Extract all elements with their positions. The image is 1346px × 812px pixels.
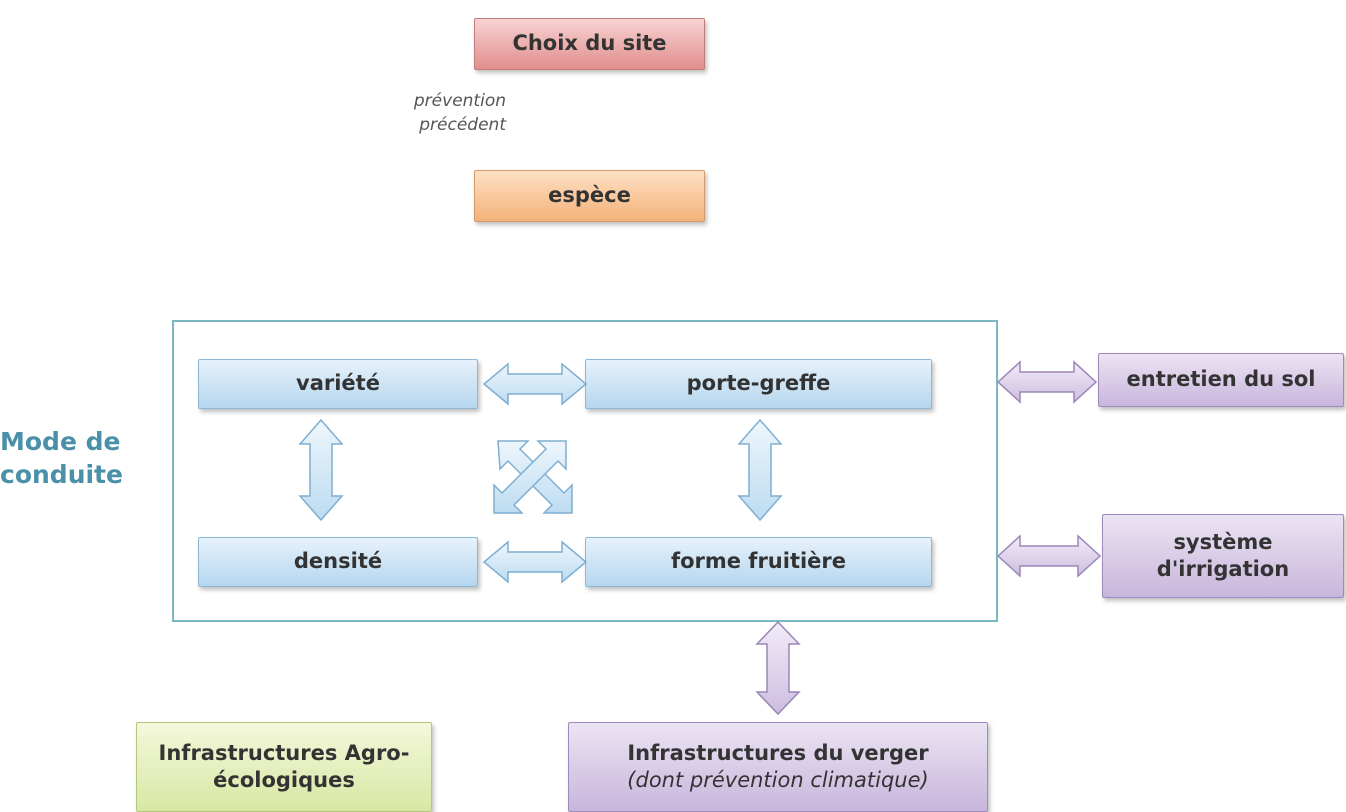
espece-box: espèce: [474, 170, 705, 222]
systeme-irrigation-line1: système: [1173, 529, 1273, 554]
porte-greffe-label: porte-greffe: [686, 371, 831, 396]
variete-box: variété: [198, 359, 478, 409]
infra-agro-line1: Infrastructures Agro-: [158, 740, 410, 765]
infra-verger-line1: Infrastructures du verger: [627, 740, 929, 765]
infra-verger-line2: (dont prévention climatique): [627, 768, 929, 792]
mode-line2: conduite: [0, 459, 123, 489]
arrow-porte-greffe-forme-fruitiere: [737, 418, 783, 522]
densite-box: densité: [198, 537, 478, 587]
arrow-variete-densite: [298, 418, 344, 522]
mode-de-conduite-label: Mode de conduite: [0, 426, 123, 491]
infra-agro-line2: écologiques: [213, 768, 355, 792]
densite-label: densité: [293, 549, 383, 574]
prevention-note: prévention précédent: [360, 90, 506, 138]
forme-fruitiere-box: forme fruitière: [585, 537, 932, 587]
mode-line1: Mode de: [0, 427, 121, 456]
arrow-frame-infra-verger: [755, 620, 801, 716]
diagonal-cross-arrows: [493, 440, 573, 514]
infrastructures-agro-ecologiques-box: Infrastructures Agro- écologiques: [136, 722, 432, 812]
porte-greffe-box: porte-greffe: [585, 359, 932, 409]
mode-de-conduite-frame: [172, 320, 998, 622]
forme-fruitiere-label: forme fruitière: [670, 549, 847, 574]
choix-du-site-box: Choix du site: [474, 18, 705, 70]
entretien-du-sol-label: entretien du sol: [1126, 367, 1316, 392]
arrow-frame-irrigation: [996, 534, 1102, 578]
systeme-irrigation-line2: d'irrigation: [1156, 557, 1290, 581]
espece-label: espèce: [548, 183, 631, 208]
arrow-densite-forme-fruitiere: [482, 540, 588, 584]
arrow-frame-entretien-sol: [996, 360, 1098, 404]
entretien-du-sol-box: entretien du sol: [1098, 353, 1344, 407]
arrow-variete-porte-greffe: [482, 362, 588, 406]
infrastructures-du-verger-box: Infrastructures du verger (dont préventi…: [568, 722, 988, 812]
prevention-note-line1: prévention: [413, 91, 506, 111]
systeme-irrigation-box: système d'irrigation: [1102, 514, 1344, 598]
prevention-note-line2: précédent: [419, 114, 506, 135]
choix-du-site-label: Choix du site: [512, 31, 667, 56]
variete-label: variété: [296, 371, 380, 396]
